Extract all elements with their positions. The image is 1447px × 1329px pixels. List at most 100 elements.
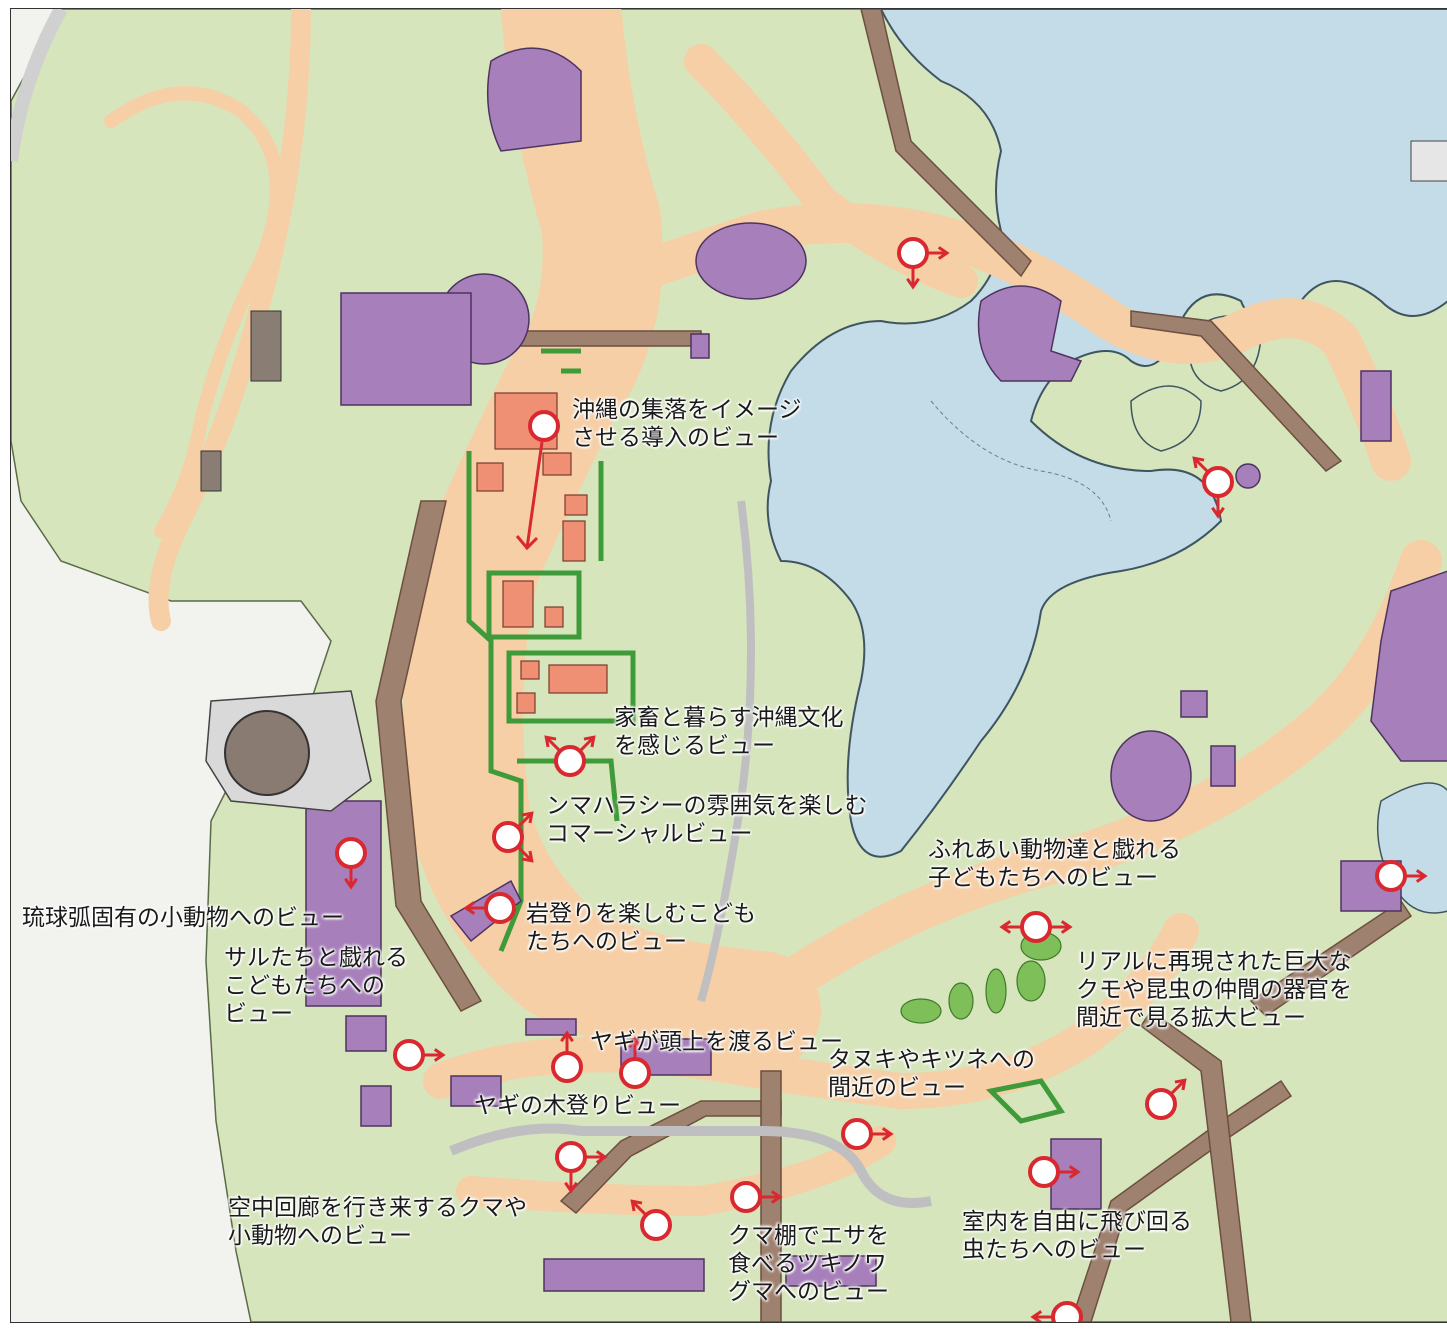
view-direction-arrow (1405, 869, 1428, 883)
viewpoint-marker[interactable] (730, 1181, 762, 1213)
viewpoint-marker[interactable] (897, 237, 929, 269)
view-direction-arrow (760, 1190, 783, 1204)
silo (224, 710, 310, 796)
viewpoint-marker[interactable] (619, 1057, 651, 1089)
label-goat-tree: ヤギの木登りビュー (474, 1093, 681, 1119)
zoo-plan-map (10, 8, 1447, 1323)
corridor-north (860, 9, 1032, 278)
view-direction-arrow (1192, 456, 1210, 474)
hedge (985, 1078, 1066, 1124)
corridor-lake (1130, 310, 1343, 472)
label-livestock-culture: 家畜と暮らす沖縄文化 を感じるビュー (614, 705, 844, 759)
view-direction-arrow (1211, 496, 1225, 519)
view-direction-arrow (544, 735, 562, 753)
building (1370, 570, 1447, 762)
gray-building (200, 450, 222, 492)
viewpoint-marker[interactable] (484, 892, 516, 924)
house (520, 660, 540, 680)
label-nmaharashii: ンマハラシーの雰囲気を楽しむ コマーシャルビュー (546, 793, 868, 847)
house (562, 520, 586, 562)
viewpoint-marker[interactable] (1375, 860, 1407, 892)
perimeter-road (11, 9, 68, 162)
view-direction-arrow (1030, 1310, 1053, 1322)
view-direction-arrow (423, 1048, 446, 1062)
view-direction-arrow (578, 735, 596, 753)
view-direction-arrow (516, 845, 534, 863)
label-village-entrance: 沖縄の集落をイメージ させる導入のビュー (572, 397, 802, 451)
view-direction-arrow (585, 1150, 608, 1164)
label-raccoon-fox: タヌキやキツネへの 間近のビュー (828, 1047, 1035, 1101)
label-sky-corridor: 空中回廊を行き来するクマや 小動物へのビュー (228, 1195, 527, 1249)
house (542, 452, 572, 476)
view-direction-arrow (1169, 1078, 1187, 1096)
label-giant-insects: リアルに再現された巨大な クモや昆虫の仲間の器官を 間近で見る拡大ビュー (1076, 949, 1352, 1031)
view-direction-arrow (344, 867, 358, 890)
hedge (506, 650, 636, 724)
east-path (740, 540, 1442, 1022)
house (548, 664, 608, 694)
view-direction-arrow (1050, 920, 1073, 934)
view-direction-arrow (630, 1199, 648, 1217)
corridor-east (1249, 899, 1413, 1017)
planting (900, 998, 942, 1024)
building (345, 1015, 387, 1052)
viewpoint-marker[interactable] (335, 837, 367, 869)
main-promenade (403, 9, 821, 1071)
building (1110, 730, 1192, 822)
building (450, 1075, 502, 1107)
viewpoint-marker[interactable] (1145, 1088, 1177, 1120)
view-direction-arrow (1058, 1165, 1081, 1179)
corridor-south (1070, 1079, 1293, 1322)
map-base-drawing (11, 9, 1447, 1322)
viewpoint-marker[interactable] (1020, 911, 1052, 943)
service-road-2 (697, 500, 755, 1003)
west-trail (148, 9, 311, 631)
south-loop (423, 913, 1199, 1109)
label-petting-zoo: ふれあい動物達と戯れる 子どもたちへのビュー (928, 837, 1181, 891)
building (305, 800, 382, 1007)
gray-building (250, 310, 282, 382)
view-direction-arrow (871, 1127, 894, 1141)
view-direction-arrow (628, 1036, 642, 1059)
view-direction-arrow (516, 811, 534, 829)
view-direction-arrow (906, 267, 920, 290)
building (695, 222, 807, 300)
building (785, 1255, 877, 1287)
building (543, 1258, 705, 1292)
house (544, 606, 564, 628)
viewpoint-marker[interactable] (492, 821, 524, 853)
house (564, 494, 588, 516)
viewpoint-marker[interactable] (554, 745, 586, 777)
viewpoint-marker[interactable] (640, 1209, 672, 1241)
viewpoint-marker[interactable] (1051, 1301, 1083, 1322)
viewpoint-marker[interactable] (1202, 466, 1234, 498)
building (977, 285, 1083, 382)
viewpoint-marker[interactable] (555, 1141, 587, 1173)
building (360, 1085, 392, 1127)
hedge (541, 348, 581, 374)
corridor-diag (1139, 1009, 1252, 1322)
building (1180, 690, 1208, 718)
label-goat-overhead: ヤギが頭上を渡るビュー (590, 1029, 843, 1055)
house (516, 692, 536, 714)
viewpoint-marker[interactable] (393, 1039, 425, 1071)
hedge (486, 570, 582, 640)
planting (1016, 960, 1046, 1002)
label-rock-climbing: 岩登りを楽しむこども たちへのビュー (526, 901, 756, 955)
viewpoint-marker[interactable] (528, 410, 560, 442)
label-flying-insects: 室内を自由に飛び回る 虫たちへのビュー (962, 1209, 1192, 1263)
service-road (449, 1123, 932, 1208)
building (1360, 370, 1392, 442)
viewpoint-marker[interactable] (1028, 1156, 1060, 1188)
house (476, 462, 504, 492)
building (525, 1018, 577, 1036)
lake-island-2 (1130, 385, 1202, 452)
bear-path (456, 1126, 896, 1216)
planting (948, 982, 974, 1020)
label-monkeys: サルたちと戯れる こどもたちへの ビュー (224, 945, 408, 1027)
label-moon-bear: クマ棚でエサを 食べるツキノワ グマへのビュー (728, 1223, 889, 1305)
viewpoint-marker[interactable] (551, 1051, 583, 1083)
view-direction-arrow (560, 1030, 574, 1053)
view-direction-arrow (564, 1171, 578, 1194)
viewpoint-marker[interactable] (841, 1118, 873, 1150)
